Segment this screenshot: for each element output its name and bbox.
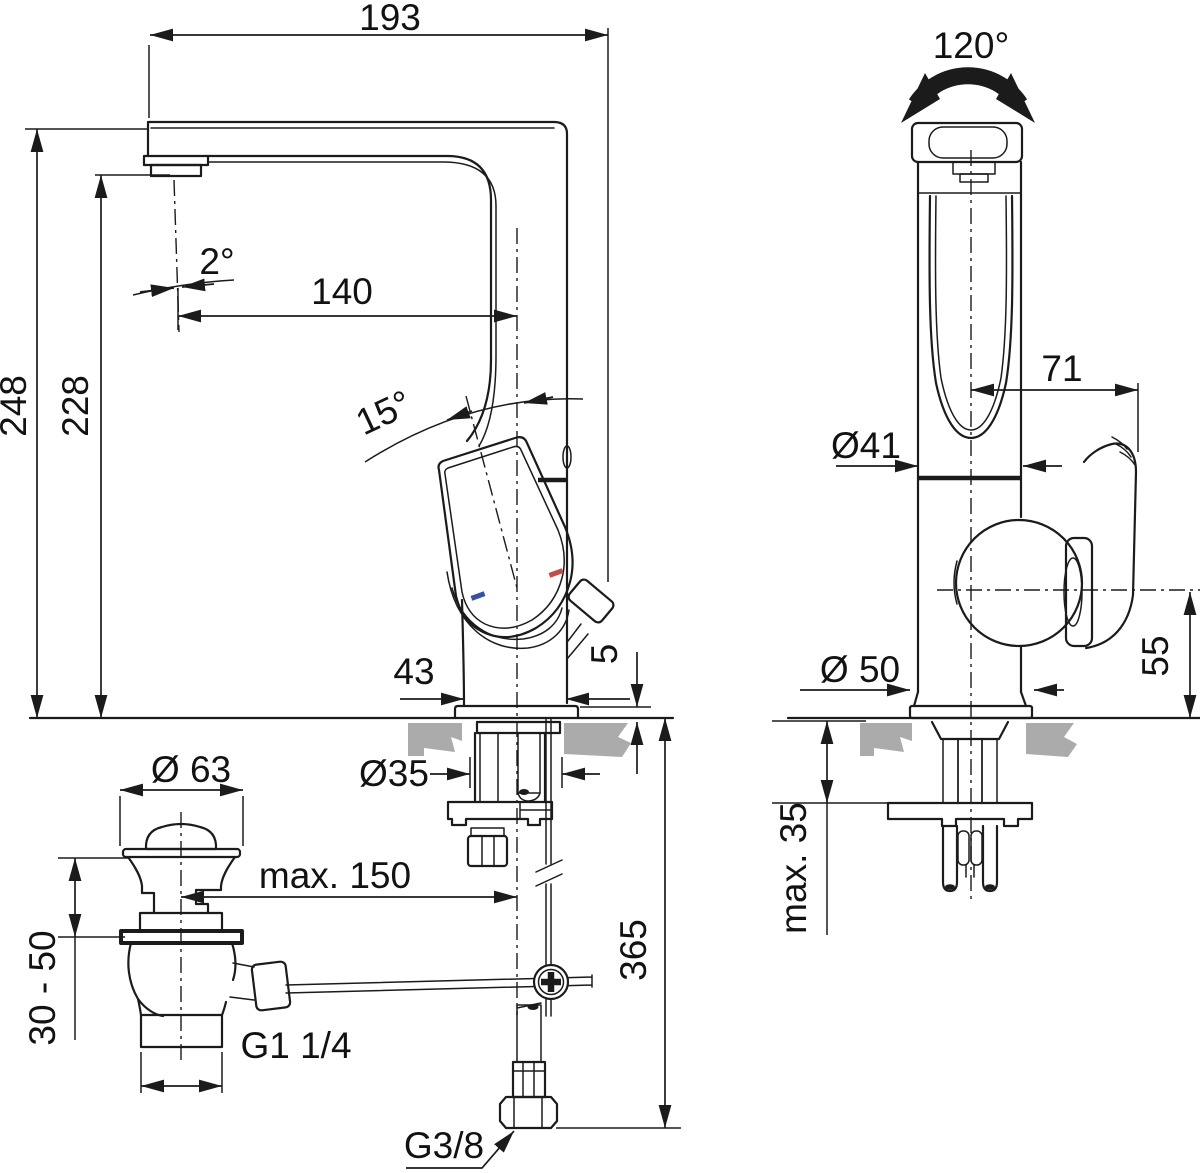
thread-label-g114: G1 1/4 <box>240 1025 351 1066</box>
rod-cross-knob <box>532 963 570 1001</box>
dim-248: 248 <box>0 128 147 718</box>
under-counter-front <box>285 717 593 1130</box>
fixing-nut <box>466 834 509 868</box>
dim-label-120deg: 120° <box>933 25 1010 66</box>
dim-55: 55 <box>1135 592 1197 718</box>
handle-front <box>437 436 574 639</box>
dim-label-365: 365 <box>613 919 654 981</box>
dim-label-193: 193 <box>359 0 421 38</box>
fixing-nut-collar <box>470 827 505 837</box>
dim-label-max150: max. 150 <box>259 855 411 896</box>
dim-d63: Ø 63 <box>119 749 244 846</box>
spout-outlet <box>142 154 210 167</box>
hot-mark <box>548 568 564 578</box>
dim-43: 43 <box>393 651 630 706</box>
counter-deck-side <box>786 716 1200 757</box>
counter-deck-front <box>28 716 675 757</box>
dim-365: 365 <box>556 718 681 1129</box>
drain-plug-cap <box>144 822 218 851</box>
dim-193: 193 <box>148 0 609 582</box>
rod-knurled-nut <box>250 960 292 1012</box>
mounting-plate-front <box>446 800 554 827</box>
dim-d35: Ø35 <box>359 753 600 794</box>
dim-label-15deg: 15° <box>350 382 418 443</box>
dim-140: 140 <box>177 271 517 330</box>
dim-max35: max. 35 <box>772 720 890 935</box>
dim-g38: G3/8 <box>404 1125 515 1169</box>
deck-cutout-left <box>408 723 462 756</box>
dim-30-50: 30 - 50 <box>22 857 128 1046</box>
dim-5: 5 <box>580 644 651 774</box>
mounting-plate-side <box>886 801 1034 828</box>
dim-15deg: 15° <box>350 382 584 463</box>
aerator <box>149 163 203 178</box>
deck-cutout-right-side <box>1026 723 1077 757</box>
dim-228: 228 <box>55 174 170 718</box>
thread-label-g38: G3/8 <box>404 1125 484 1166</box>
side-view: 120° <box>772 25 1200 935</box>
faucet-body-side <box>908 121 1084 720</box>
deck-cutout-right <box>564 723 631 757</box>
supply-hose-lower <box>498 1002 559 1130</box>
dim-label-2deg: 2° <box>199 241 234 282</box>
dim-2deg: 2° <box>132 241 235 298</box>
threaded-stud <box>479 732 499 803</box>
handle-side <box>1063 436 1138 650</box>
dim-label-d35: Ø35 <box>359 753 429 794</box>
pop-up-rod <box>545 717 552 1017</box>
cartridge-housing <box>954 518 1084 648</box>
dim-label-d63: Ø 63 <box>151 749 231 790</box>
supply-hose-upper <box>517 732 541 794</box>
under-counter-side <box>886 720 1034 893</box>
dim-label-55: 55 <box>1135 635 1176 676</box>
deck-cutout-left-side <box>860 723 912 756</box>
dim-71: 71 <box>971 348 1139 452</box>
front-view: 193 248 228 140 2° 15° <box>0 0 681 1169</box>
dim-label-max35: max. 35 <box>773 802 814 934</box>
dim-label-228: 228 <box>55 375 96 437</box>
body-side-detail <box>562 445 572 469</box>
swivel-arrow: 120° <box>901 25 1035 123</box>
dim-label-248: 248 <box>0 375 34 437</box>
centerlines-side <box>937 150 1200 900</box>
dim-max150: max. 150 <box>181 855 517 904</box>
dim-label-5: 5 <box>584 644 625 665</box>
threaded-stud-side <box>957 738 983 804</box>
dim-label-140: 140 <box>311 271 373 312</box>
g38-nut <box>498 1095 559 1130</box>
dim-label-d50: Ø 50 <box>820 649 900 690</box>
dim-label-71: 71 <box>1041 348 1082 389</box>
side-knob <box>566 578 615 660</box>
handle-lever-blade <box>1082 442 1138 650</box>
dim-label-43: 43 <box>393 651 434 692</box>
dim-g114: G1 1/4 <box>140 1025 352 1093</box>
cold-mark <box>470 591 486 601</box>
dim-label-d41: Ø41 <box>831 425 901 466</box>
dim-d41: Ø41 <box>831 425 1062 473</box>
dim-label-30-50: 30 - 50 <box>22 930 63 1045</box>
handle-boss <box>1064 536 1094 648</box>
dim-d50: Ø 50 <box>800 649 1064 697</box>
